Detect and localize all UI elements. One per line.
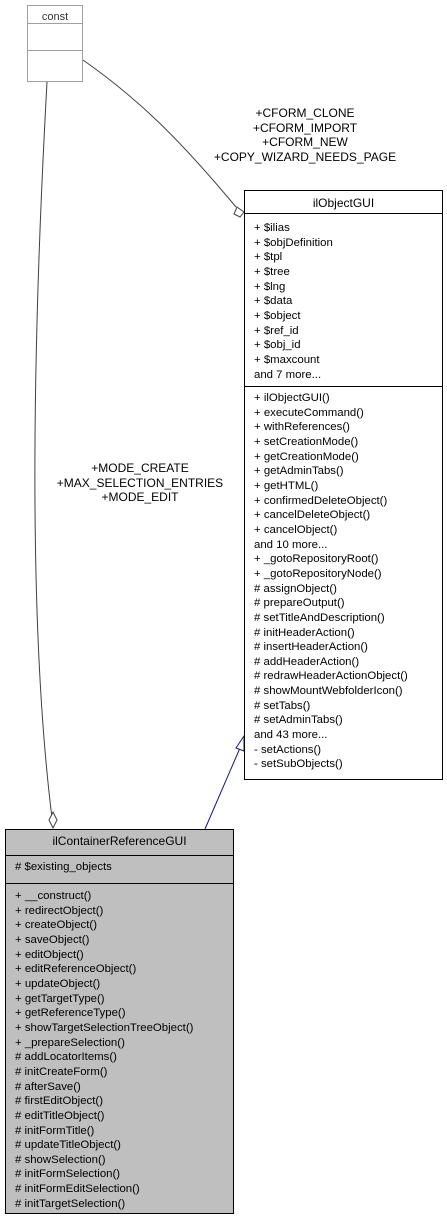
operation-item: # prepareOutput() [254, 597, 345, 610]
ilcontainerreferencegui-class-box[interactable]: ilContainerReferenceGUI # $existing_obje… [5, 829, 234, 1214]
operation-item: + cancelDeleteObject() [254, 509, 371, 522]
operation-item: # insertHeaderAction() [254, 641, 368, 654]
operation-item: # addHeaderAction() [254, 655, 360, 668]
operation-item: + redirectObject() [15, 904, 104, 917]
diamond-arrowhead-contgui [48, 810, 58, 830]
operation-item: # initFormSelection() [15, 1168, 121, 1181]
operation-item: # setTitleAndDescription() [254, 611, 385, 624]
operation-item: # setTabs() [254, 699, 311, 712]
operation-item: # initCreateForm() [15, 1065, 108, 1078]
operation-item: + cancelObject() [254, 523, 338, 536]
operation-item: # editTitleObject() [15, 1109, 105, 1122]
operation-item: + updateObject() [15, 977, 101, 990]
const-class-box[interactable]: const [27, 5, 83, 82]
attribute-item: + $ilias [254, 222, 290, 234]
usage-edge-const-objgui [82, 59, 237, 208]
operation-item: + _prepareSelection() [15, 1036, 125, 1049]
operation-item: # showMountWebfolderIcon() [254, 685, 403, 698]
operation-item: # firstEditObject() [15, 1095, 103, 1108]
operation-item: # initFormTitle() [15, 1124, 95, 1137]
attribute-item: and 7 more... [254, 368, 322, 381]
operations-section: + __construct() + redirectObject() + creat… [6, 883, 233, 1213]
edge-label-line: +MODE_EDIT [101, 490, 179, 504]
edge-label-line: +CFORM_IMPORT [252, 120, 358, 135]
operation-item: + __construct() [15, 890, 92, 902]
operation-item: + executeCommand() [254, 406, 364, 419]
operation-item: + setCreationMode() [254, 435, 359, 448]
operation-item: + withReferences() [254, 421, 350, 434]
operations-section: + ilObjectGUI() + executeCommand() + withR… [245, 386, 442, 774]
operation-item: + ilObjectGUI() [254, 392, 330, 404]
attribute-item: + $object [254, 309, 301, 322]
operation-item: # redrawHeaderActionObject() [254, 670, 408, 683]
operation-item: # showSelection() [15, 1153, 106, 1166]
operation-item: + _gotoRepositoryRoot() [254, 553, 379, 566]
operation-item: # assignObject() [254, 582, 337, 595]
attribute-item: + $maxcount [254, 353, 320, 366]
attribute-item: + $tpl [254, 251, 283, 264]
operation-item: + editObject() [15, 948, 84, 961]
class-name: ilObjectGUI [312, 196, 375, 210]
edge-label-line: +COPY_WIZARD_NEEDS_PAGE [213, 149, 397, 164]
operation-item: + getCreationMode() [254, 450, 359, 463]
operation-item: + getAdminTabs() [254, 465, 344, 478]
attribute-item: + $obj_id [254, 339, 301, 352]
edge-label-line: +MODE_CREATE [91, 461, 189, 475]
operation-item: # afterSave() [15, 1080, 81, 1093]
attribute-item: + $lng [254, 280, 286, 293]
operation-item: + _gotoRepositoryNode() [254, 567, 382, 580]
attribute-item: + $data [254, 295, 293, 308]
operation-item: and 43 more... [254, 729, 328, 742]
edge-label-line: +MAX_SELECTION_ENTRIES [56, 475, 224, 490]
edge-label-line: +CFORM_CLONE [255, 106, 355, 120]
operation-item: # initHeaderAction() [254, 626, 355, 639]
operation-item: + getHTML() [254, 479, 319, 492]
class-name: const [41, 11, 69, 23]
attribute-item: # $existing_objects [15, 861, 112, 873]
ilobjectgui-class-box[interactable]: ilObjectGUI + $ilias + $objDefinition + $t… [244, 190, 443, 780]
operation-item: + saveObject() [15, 933, 90, 946]
edge-label-objgui: +CFORM_CLONE +CFORM_IMPORT +CFORM_NEW +C… [200, 106, 410, 164]
attribute-item: + $ref_id [254, 324, 299, 337]
class-name: ilContainerReferenceGUI [52, 834, 187, 848]
inheritance-arrowhead [235, 734, 245, 752]
operation-item: + getReferenceType() [15, 1007, 126, 1020]
attribute-item: + $objDefinition [254, 236, 333, 249]
edge-label-line: +CFORM_NEW [262, 135, 348, 149]
usage-edge-const-contgui [34, 81, 53, 819]
diamond-arrowhead-objgui [233, 206, 245, 218]
operation-item: + editReferenceObject() [15, 963, 137, 976]
empty-operations-section [28, 50, 82, 77]
operation-item: # initFormEditSelection() [15, 1183, 140, 1196]
attributes-section: + $ilias + $objDefinition + $tpl+ $tree + $… [245, 213, 442, 386]
operation-item: + confirmedDeleteObject() [254, 494, 388, 507]
edge-label-contgui: +MODE_CREATE +MAX_SELECTION_ENTRIES +MOD… [40, 461, 240, 505]
operation-item: + createObject() [15, 919, 97, 932]
operation-item: + getTargetType() [15, 992, 105, 1005]
operation-item: # initTargetSelection() [15, 1197, 126, 1210]
operation-item: - setActions() [254, 743, 322, 756]
operation-item: # addLocatorItems() [15, 1051, 117, 1064]
attributes-section: # $existing_objects [6, 855, 233, 883]
attribute-item: + $tree [254, 265, 290, 278]
operation-item: and 10 more... [254, 538, 328, 551]
operation-item: # updateTitleObject() [15, 1139, 121, 1152]
empty-attributes-section [28, 23, 82, 50]
operation-item: - setSubObjects() [254, 758, 343, 771]
operation-item: + showTargetSelectionTreeObject() [15, 1021, 194, 1034]
inheritance-edge [204, 747, 241, 830]
operation-item: # setAdminTabs() [254, 714, 343, 727]
